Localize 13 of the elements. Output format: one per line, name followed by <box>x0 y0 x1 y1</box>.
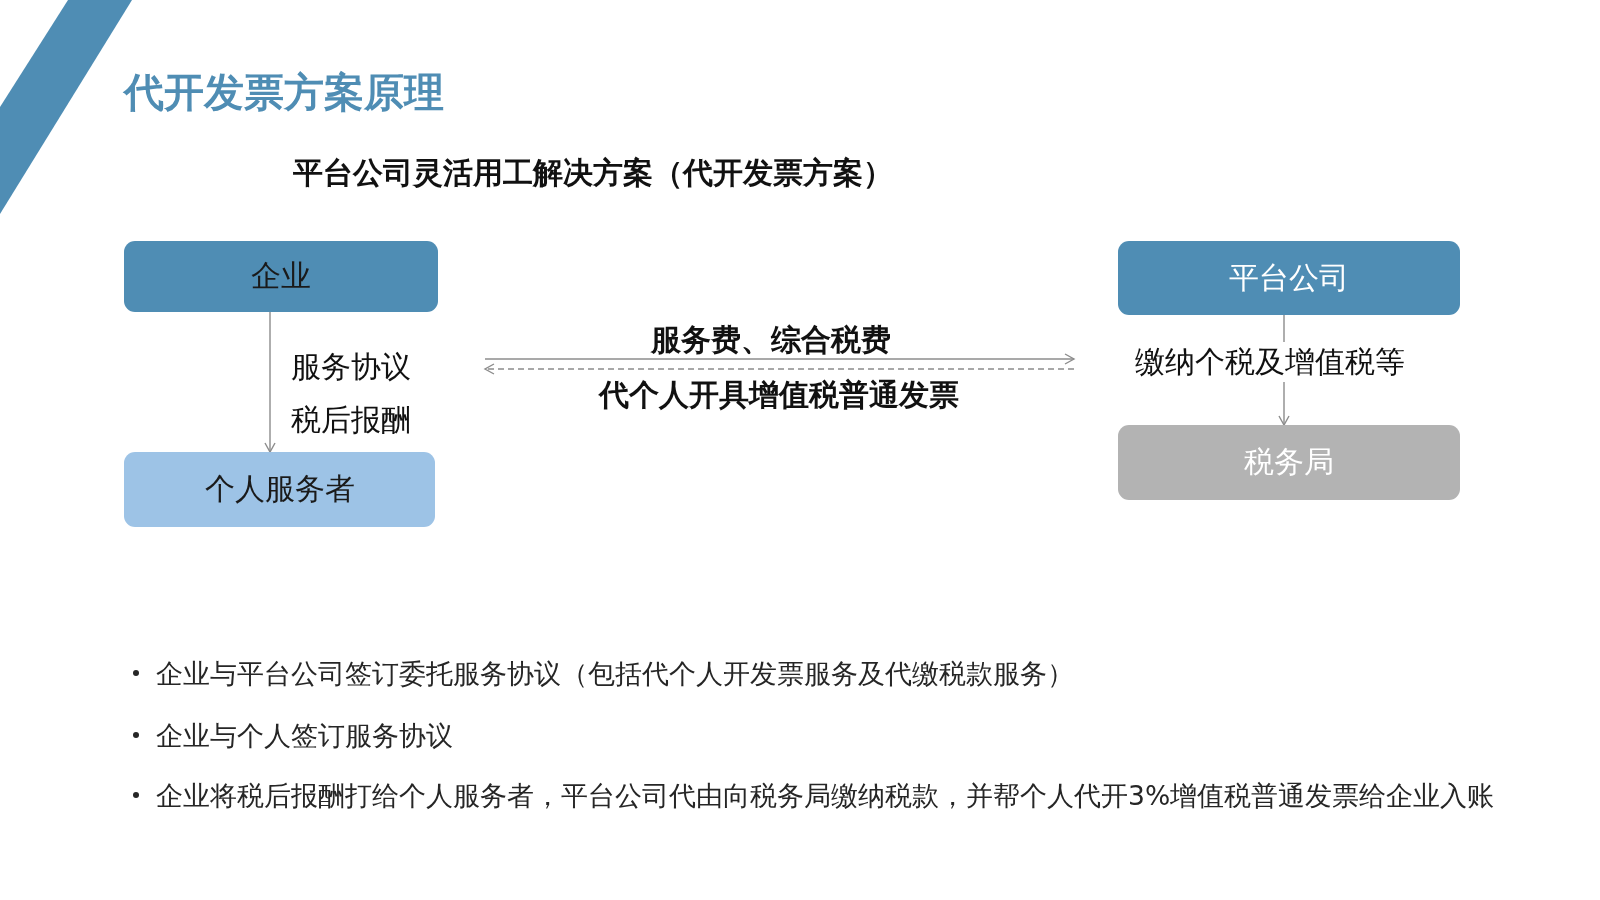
arrow-label: 代个人开具增值税普通发票 <box>599 376 959 414</box>
bullet-text: 企业与个人签订服务协议 <box>156 718 453 753</box>
entity-box: 税务局 <box>1118 425 1460 500</box>
entity-box: 企业 <box>124 241 438 312</box>
arrow-label: 服务费、综合税费 <box>651 321 891 359</box>
title: 代开发票方案原理 <box>124 68 444 116</box>
arrow <box>1278 314 1290 426</box>
bullet-text: 企业将税后报酬打给个人服务者，平台公司代由向税务局缴纳税款，并帮个人代开3%增值税普通发票给企业入账 <box>156 778 1495 813</box>
subtitle: 平台公司灵活用工解决方案（代开发票方案） <box>293 154 893 192</box>
arrow <box>264 311 276 453</box>
entity-box: 平台公司 <box>1118 241 1460 315</box>
bullet-text: 企业与平台公司签订委托服务协议（包括代个人开发票服务及代缴税款服务） <box>156 656 1074 691</box>
entity-box: 个人服务者 <box>124 452 435 527</box>
